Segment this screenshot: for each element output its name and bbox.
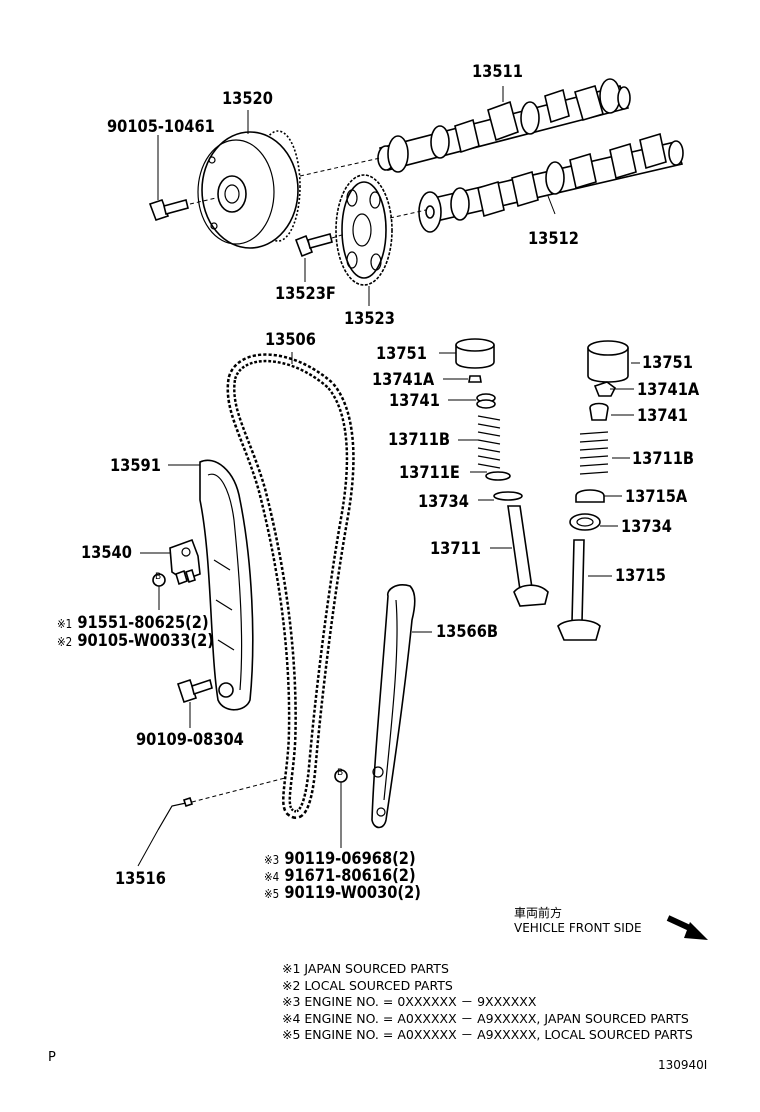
variant-number: 91671-80616(2) — [284, 866, 416, 886]
part-label: 13511 — [472, 62, 523, 82]
part-label: 13566B — [436, 622, 499, 642]
variant-mark: ※5 — [264, 887, 280, 901]
valve-group-intake — [455, 338, 549, 607]
variant-mark: ※1 — [57, 617, 73, 631]
bolt-90105-10461 — [148, 198, 189, 222]
variant-part-row: ※4 91671-80616(2) — [264, 867, 416, 886]
variant-number: 90105-W0033(2) — [77, 631, 214, 651]
part-label: 13512 — [528, 229, 579, 249]
footnote: ※5 ENGINE NO. = A0XXXXX － A9XXXXX, LOCAL… — [282, 1027, 693, 1042]
cam-sprocket — [335, 174, 393, 286]
callout-letter: B — [337, 768, 344, 778]
part-label: 13751 — [376, 344, 427, 364]
bolt-90109-08304 — [176, 678, 213, 704]
part-label: 13520 — [222, 89, 273, 109]
part-label: 13711B — [632, 449, 695, 469]
part-label: 13741 — [389, 391, 440, 411]
camshaft-exhaust — [418, 132, 684, 233]
part-label: 13506 — [265, 330, 316, 350]
timing-chain — [226, 353, 355, 819]
footnote: ※1 JAPAN SOURCED PARTS — [282, 961, 449, 976]
figure-id: 130940I — [658, 1058, 708, 1072]
variant-part-row: ※5 90119-W0030(2) — [264, 884, 421, 903]
part-label: 13540 — [81, 543, 132, 563]
footnote: ※3 ENGINE NO. = 0XXXXXX － 9XXXXXX — [282, 994, 537, 1009]
callout-letter: B — [155, 572, 162, 582]
vehicle-front-arrow — [666, 915, 708, 940]
part-label: 13741 — [637, 406, 688, 426]
bolt-13523f — [294, 233, 333, 258]
corner-letter: P — [48, 1050, 56, 1065]
part-label: 13715A — [625, 487, 688, 507]
chain-guide — [371, 584, 416, 829]
part-label: 13751 — [642, 353, 693, 373]
footnote: ※4 ENGINE NO. = A0XXXXX － A9XXXXX, JAPAN… — [282, 1011, 689, 1026]
part-label: 13523F — [275, 284, 336, 304]
part-label: 13734 — [621, 517, 672, 537]
part-label: 13715 — [615, 566, 666, 586]
part-label: 13591 — [110, 456, 161, 476]
oil-jet — [157, 796, 194, 831]
variant-part-row: ※2 90105-W0033(2) — [57, 632, 214, 651]
part-label: 13711 — [430, 539, 481, 559]
variant-number: 91551-80625(2) — [77, 613, 209, 633]
variant-mark: ※4 — [264, 870, 280, 884]
variant-number: 90119-06968(2) — [284, 849, 416, 869]
chain-tensioner — [169, 538, 201, 586]
part-label: 13741A — [637, 380, 700, 400]
direction-en: VEHICLE FRONT SIDE — [514, 921, 642, 935]
part-label: 13734 — [418, 492, 469, 512]
valve-group-exhaust — [557, 340, 629, 641]
variant-part-row: ※1 91551-80625(2) — [57, 614, 209, 633]
variant-part-row: ※3 90119-06968(2) — [264, 850, 416, 869]
vvt-gear-assembly — [197, 130, 301, 249]
variant-mark: ※3 — [264, 853, 280, 867]
part-label: 90105-10461 — [107, 117, 215, 137]
footnote: ※2 LOCAL SOURCED PARTS — [282, 978, 453, 993]
part-label: 13711B — [388, 430, 451, 450]
direction-jp: 車両前方 — [514, 906, 563, 920]
variant-number: 90119-W0030(2) — [284, 883, 421, 903]
part-label: 13523 — [344, 309, 395, 329]
variant-mark: ※2 — [57, 635, 73, 649]
chain-tensioner-arm — [199, 459, 254, 711]
part-label: 13741A — [372, 370, 435, 390]
part-label: 90109-08304 — [136, 730, 244, 750]
part-label: 13516 — [115, 869, 166, 889]
camshaft-intake — [377, 78, 631, 173]
part-label: 13711E — [399, 463, 460, 483]
